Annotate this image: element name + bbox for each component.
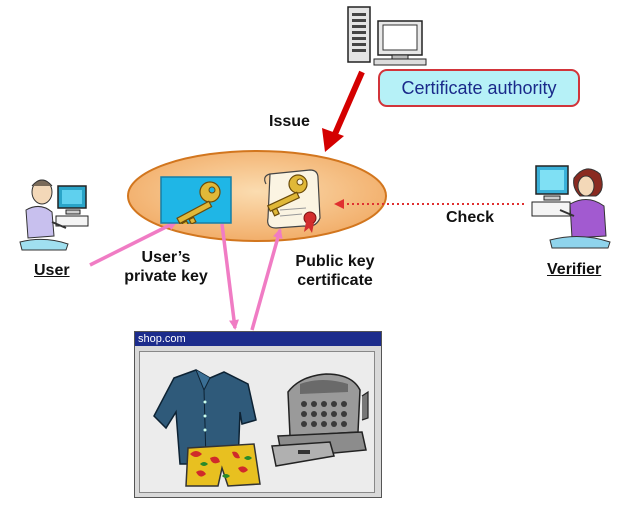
public-key-certificate-icon [264, 169, 321, 233]
ca-computer-icon [347, 6, 427, 66]
shop-window-content [139, 351, 375, 493]
check-label: Check [446, 209, 495, 226]
public-key-certificate-label-line2: certificate [297, 272, 373, 289]
shop-window: shop.com [134, 331, 382, 498]
user-label: User [34, 262, 70, 279]
private-key-label: User’s private key [118, 248, 214, 286]
public-key-certificate-label: Public key certificate [282, 252, 388, 290]
cash-register-icon [271, 373, 369, 467]
private-key-icon [160, 176, 232, 224]
certificate-authority-label: Certificate authority [401, 77, 557, 98]
certificate-authority-box: Certificate authority [378, 69, 580, 107]
issue-arrow [322, 70, 365, 152]
private-key-label-line2: private key [124, 268, 208, 285]
clothing-icon [153, 369, 261, 487]
shop-window-title: shop.com [138, 333, 186, 345]
shop-to-cert-arrow [250, 228, 283, 331]
private-key-label-line1: User’s [141, 249, 191, 266]
issue-label: Issue [269, 113, 310, 130]
user-to-key-arrow [89, 220, 178, 267]
shop-window-titlebar: shop.com [135, 332, 381, 346]
verifier-label: Verifier [547, 261, 602, 278]
user-person-icon [19, 179, 89, 251]
public-key-certificate-label-line1: Public key [295, 253, 375, 270]
verifier-person-icon [531, 165, 611, 249]
key-to-shop-arrow [220, 223, 239, 330]
